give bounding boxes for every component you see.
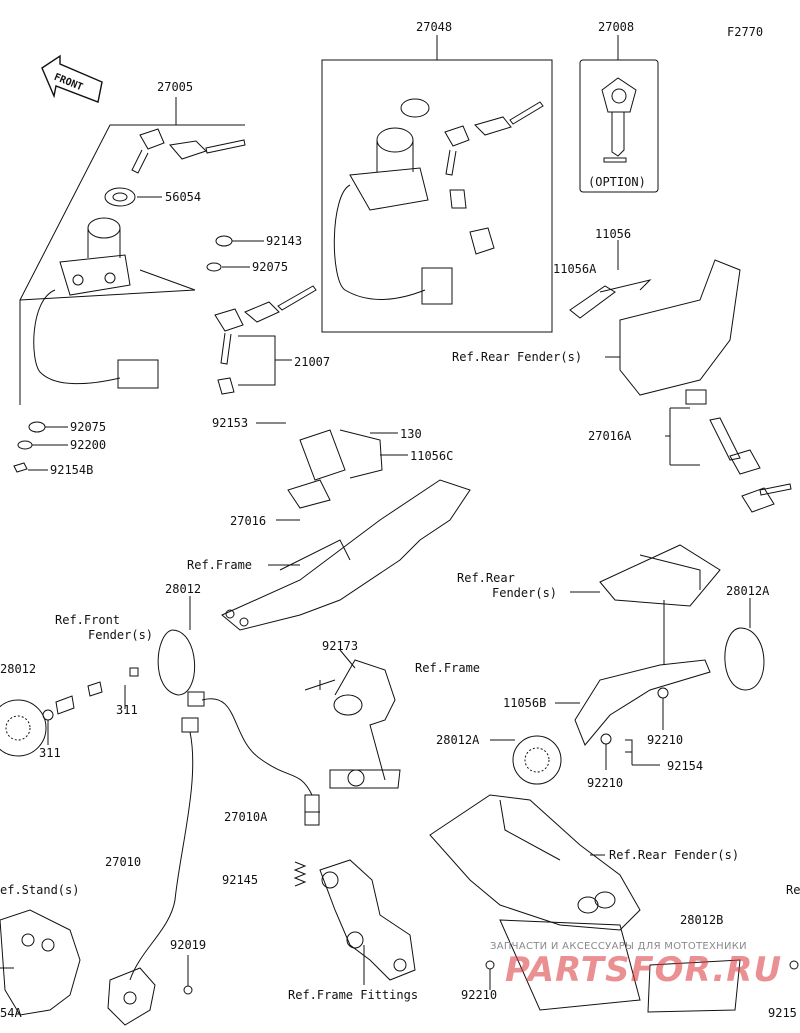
part-label-27010[interactable]: 27010	[105, 855, 142, 869]
side-stand-icon	[0, 909, 156, 1026]
ref-front-fender-a[interactable]: Ref.Front	[55, 613, 121, 627]
ref-frame-2[interactable]: Ref.Frame	[415, 661, 481, 675]
part-label-92075-a[interactable]: 92075	[252, 260, 289, 274]
part-label-27008[interactable]: 27008	[598, 20, 635, 34]
reflector-28012-icon	[157, 629, 196, 696]
part-label-27005[interactable]: 27005	[157, 80, 194, 94]
frame-icon	[221, 479, 471, 631]
rear-fender-lower-icon	[429, 794, 741, 1013]
part-label-92173[interactable]: 92173	[322, 639, 359, 653]
ignition-key-icon	[131, 128, 246, 174]
part-label-11056B[interactable]: 11056B	[503, 696, 547, 710]
front-arrow-icon	[41, 54, 103, 103]
rear-panel-icon	[599, 544, 721, 607]
ref-frame-1[interactable]: Ref.Frame	[187, 558, 253, 572]
key-blank-icon	[214, 285, 317, 395]
option-label: (OPTION)	[588, 175, 646, 189]
part-label-27010A[interactable]: 27010A	[224, 810, 268, 824]
part-label-54A-edge[interactable]: 54A	[0, 1006, 22, 1020]
watermark-logo: PARTSFOR.RU	[505, 950, 783, 990]
part-label-92075-b[interactable]: 92075	[70, 420, 107, 434]
footrest-bracket-icon	[319, 859, 416, 981]
part-label-92153[interactable]: 92153	[212, 416, 249, 430]
part-label-92210-a[interactable]: 92210	[647, 733, 684, 747]
part-label-28012B[interactable]: 28012B	[680, 913, 724, 927]
ref-frame-fittings[interactable]: Ref.Frame Fittings	[288, 988, 419, 1002]
ignition-switch-icon	[33, 217, 196, 389]
part-label-92154B[interactable]: 92154B	[50, 463, 94, 477]
figure-code: F2770	[727, 25, 764, 39]
part-label-27048[interactable]: 27048	[416, 20, 453, 34]
part-label-28012A-top[interactable]: 28012A	[726, 584, 770, 598]
group-box-27048	[321, 59, 553, 333]
part-label-92210-c[interactable]: 92210	[461, 988, 498, 1002]
part-label-28012A-mid[interactable]: 28012A	[436, 733, 480, 747]
watermark-tagline: ЗАПЧАСТИ И АКСЕССУАРЫ ДЛЯ МОТОТЕХНИКИ	[490, 941, 747, 952]
ref-front-fender-b[interactable]: Fender(s)	[88, 628, 154, 642]
ignition-switch-set-icon	[333, 98, 544, 305]
ref-rear-fender-2a[interactable]: Ref.Rear	[457, 571, 515, 585]
group-box-27005-outline	[19, 124, 245, 405]
stand-bracket-icon	[329, 659, 401, 789]
part-label-21007[interactable]: 21007	[294, 355, 331, 369]
part-label-311-a[interactable]: 311	[116, 703, 138, 717]
rear-fender-icon	[619, 259, 741, 396]
part-label-92210-b[interactable]: 92210	[587, 776, 624, 790]
reflector-round-left-icon	[0, 699, 47, 757]
washer-56054-icon	[104, 187, 136, 207]
reflector-28012A-icon	[724, 627, 765, 691]
part-label-11056A[interactable]: 11056A	[553, 262, 597, 276]
key-27016A-icon	[709, 417, 792, 513]
part-label-311-b[interactable]: 311	[39, 746, 61, 760]
group-box-27008	[579, 59, 659, 193]
option-key-icon	[601, 77, 637, 163]
group-box-27005	[20, 300, 35, 405]
part-label-92143[interactable]: 92143	[266, 234, 303, 248]
part-label-9215-edge[interactable]: 9215	[768, 1006, 797, 1020]
ref-rear-fender-3[interactable]: Ref.Rear Fender(s)	[609, 848, 740, 862]
part-label-92019[interactable]: 92019	[170, 938, 207, 952]
bracket-11056B-icon	[574, 659, 711, 746]
spring-92145-icon	[293, 861, 307, 887]
part-label-92154[interactable]: 92154	[667, 759, 704, 773]
part-label-28012-edge[interactable]: 28012	[0, 662, 37, 676]
reflector-28012A-mid-icon	[512, 735, 562, 785]
part-label-92145[interactable]: 92145	[222, 873, 259, 887]
sensor-wire-icon	[129, 691, 320, 981]
part-label-28012[interactable]: 28012	[165, 582, 202, 596]
ref-rear-fender-2b[interactable]: Fender(s)	[492, 586, 558, 600]
ref-edge-re[interactable]: Re	[786, 883, 800, 897]
part-label-56054[interactable]: 56054	[165, 190, 202, 204]
ref-rear-fender-1[interactable]: Ref.Rear Fender(s)	[452, 350, 583, 364]
ref-stand[interactable]: ef.Stand(s)	[0, 883, 80, 897]
part-label-27016A[interactable]: 27016A	[588, 429, 632, 443]
part-label-130[interactable]: 130	[400, 427, 422, 441]
part-label-27016[interactable]: 27016	[230, 514, 267, 528]
part-label-11056[interactable]: 11056	[595, 227, 632, 241]
part-label-11056C[interactable]: 11056C	[410, 449, 454, 463]
part-label-92200[interactable]: 92200	[70, 438, 107, 452]
